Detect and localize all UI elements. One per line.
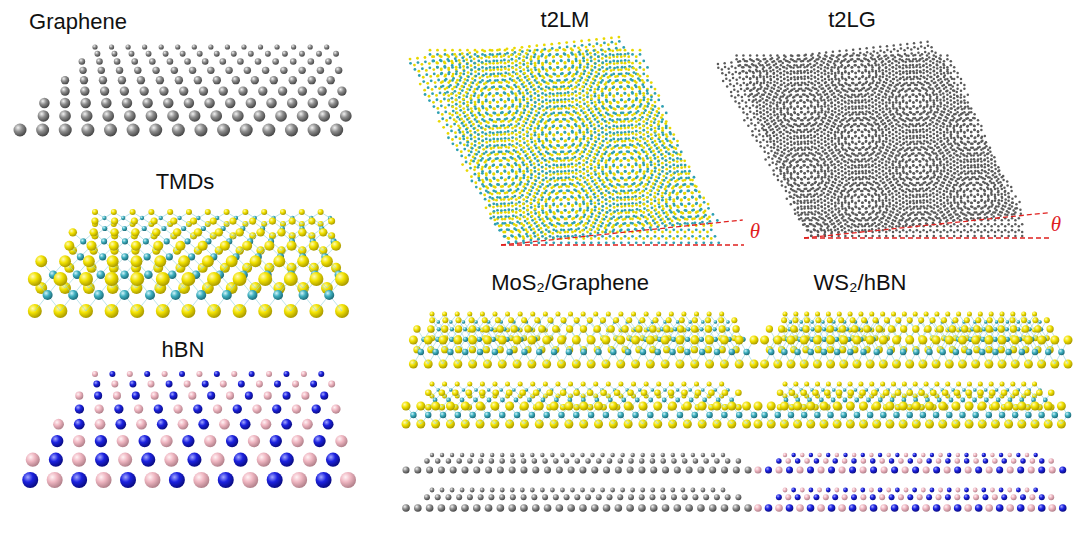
- figure-stage: Graphenet2LMt2LGθθTMDsMoS₂/GrapheneWS₂/h…: [0, 0, 1080, 536]
